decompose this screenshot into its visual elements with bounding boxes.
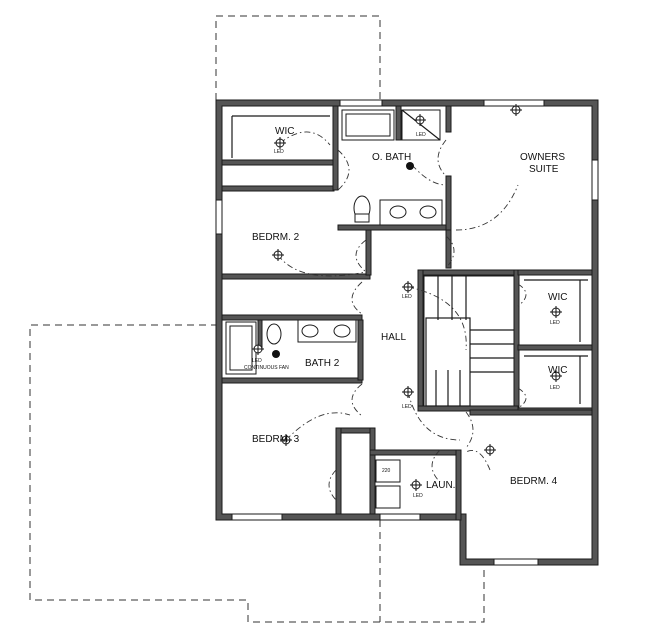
exhaust-fan-icon bbox=[406, 162, 414, 170]
lighting-circuits bbox=[277, 131, 519, 471]
led-label: LED bbox=[252, 358, 262, 364]
ceiling-light-icon bbox=[402, 386, 414, 398]
room-label-o-bath: O. BATH bbox=[372, 152, 411, 163]
interior-walls bbox=[221, 105, 593, 521]
led-label: LED bbox=[416, 132, 426, 138]
room-label-bedrm-3: BEDRM. 3 bbox=[252, 434, 300, 445]
room-label-wic-1: WIC bbox=[275, 126, 294, 137]
ceiling-light-icon bbox=[410, 479, 422, 491]
exhaust-fan-icon bbox=[272, 350, 280, 358]
room-label-hall: HALL bbox=[381, 332, 406, 343]
led-label: LED bbox=[274, 149, 284, 155]
ceiling-light-icon bbox=[550, 370, 562, 382]
windows bbox=[215, 99, 599, 566]
fixtures bbox=[225, 109, 588, 509]
ceiling-light-icon bbox=[272, 249, 284, 261]
ceiling-light-icon bbox=[510, 104, 522, 116]
room-label-owners-suite-2: SUITE bbox=[529, 164, 559, 175]
door-swings bbox=[328, 139, 527, 501]
stair bbox=[423, 275, 515, 407]
ceiling-light-icon bbox=[252, 343, 264, 355]
ceiling-light-icon bbox=[484, 444, 496, 456]
led-label: LED bbox=[550, 320, 560, 326]
continuous-fan-label: CONTINUOUS FAN bbox=[244, 365, 289, 371]
room-label-bedrm-2: BEDRM. 2 bbox=[252, 232, 300, 243]
outlet-220-label: 220 bbox=[382, 468, 391, 474]
room-label-wic-3: WIC bbox=[548, 365, 567, 376]
led-label: LED bbox=[413, 493, 423, 499]
room-label-owners-suite-1: OWNERS bbox=[520, 152, 565, 163]
led-label: LED bbox=[402, 294, 412, 300]
ceiling-light-icon bbox=[274, 137, 286, 149]
room-label-laun: LAUN. bbox=[426, 480, 455, 491]
room-label-bath-2: BATH 2 bbox=[305, 358, 340, 369]
ceiling-light-icon bbox=[550, 306, 562, 318]
ceiling-light-icon bbox=[280, 434, 292, 446]
fixture-labels: LED LED LED LED LED LED LED LED CONTINUO… bbox=[244, 132, 560, 499]
ceiling-light-icon bbox=[402, 281, 414, 293]
light-fixtures bbox=[252, 104, 562, 491]
room-label-wic-2: WIC bbox=[548, 292, 567, 303]
ceiling-light-icon bbox=[414, 114, 426, 126]
roof-outline-dashed bbox=[29, 15, 485, 623]
led-label: LED bbox=[402, 404, 412, 410]
room-labels: WIC O. BATH OWNERS SUITE BEDRM. 2 WIC HA… bbox=[252, 126, 567, 491]
led-label: LED bbox=[550, 385, 560, 391]
room-label-bedrm-4: BEDRM. 4 bbox=[510, 476, 558, 487]
